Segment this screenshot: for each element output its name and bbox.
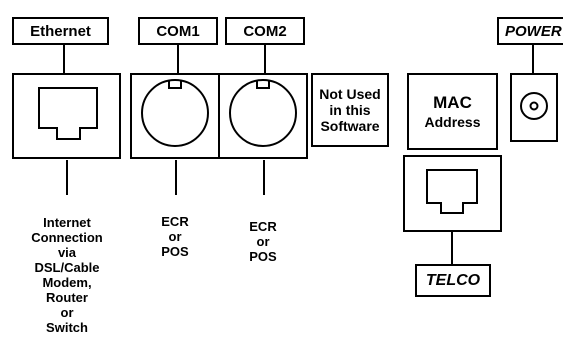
com2-din-connector-icon	[229, 79, 297, 147]
ethernet-caption-line: DSL/Cable	[34, 260, 100, 275]
ethernet-caption-line: via	[57, 245, 77, 260]
com2-label: COM2	[225, 17, 305, 45]
power-label: POWER	[497, 17, 563, 45]
telco-label: TELCO	[415, 264, 491, 297]
not-used-line-3: Software	[320, 118, 380, 134]
com2-caption-line: POS	[249, 249, 277, 264]
com2-label-line	[264, 45, 266, 74]
com1-caption-line: ECR	[161, 214, 189, 229]
com1-caption-line: or	[168, 229, 182, 244]
ethernet-caption-line: Modem,	[42, 275, 92, 290]
mac-subtitle: Address	[424, 113, 481, 130]
ethernet-jack-icon	[38, 87, 98, 140]
ethernet-caption-line: Connection	[31, 230, 103, 245]
com1-label-line	[177, 45, 179, 74]
com1-caption-line: POS	[161, 244, 189, 259]
ethernet-caption-line: Switch	[46, 320, 88, 335]
ethernet-cable-line	[66, 160, 68, 195]
ethernet-caption: Internet Connection via DSL/Cable Modem,…	[12, 215, 122, 335]
ethernet-label-line	[63, 45, 65, 74]
ethernet-caption-line: or	[60, 305, 74, 320]
power-jack-icon	[520, 92, 548, 120]
com1-label: COM1	[138, 17, 218, 45]
mac-title: MAC	[433, 92, 472, 112]
not-used-line-2: in this	[329, 102, 371, 118]
power-label-line	[532, 45, 534, 74]
power-port-panel	[510, 73, 558, 142]
com2-caption-line: ECR	[249, 219, 277, 234]
com1-din-connector-icon	[141, 79, 209, 147]
com2-cable-line	[263, 160, 265, 195]
ethernet-caption-line: Internet	[43, 215, 91, 230]
ethernet-caption-line: Router	[46, 290, 88, 305]
not-used-box: Not Used in this Software	[311, 73, 389, 147]
com2-caption: ECR or POS	[233, 219, 293, 264]
com1-caption: ECR or POS	[145, 214, 205, 259]
ethernet-label: Ethernet	[12, 17, 109, 45]
mac-address-box: MAC Address	[407, 73, 498, 150]
com1-cable-line	[175, 160, 177, 195]
telco-cable-line	[451, 232, 453, 264]
telco-port-panel	[403, 155, 502, 232]
telco-jack-icon	[426, 169, 478, 214]
com2-caption-line: or	[256, 234, 270, 249]
not-used-line-1: Not Used	[319, 86, 381, 102]
